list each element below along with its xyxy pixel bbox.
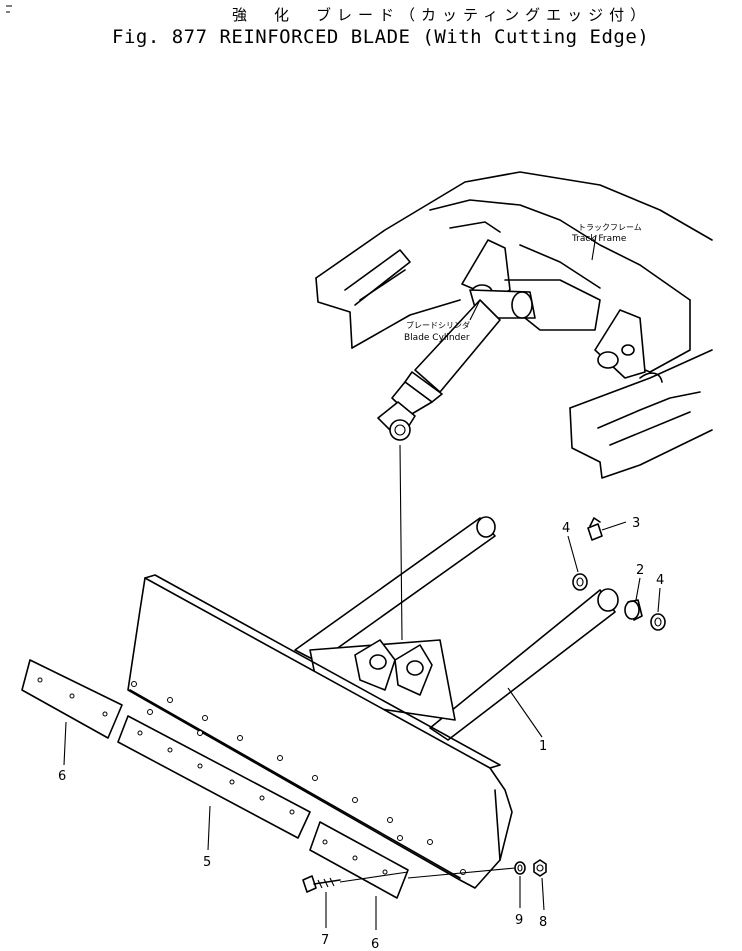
bushing-2 xyxy=(624,599,643,621)
nut-4-right xyxy=(650,613,666,631)
callout-3: 3 xyxy=(632,516,640,531)
cutting-edge-left-6 xyxy=(21,659,123,739)
blade-bolt-holes xyxy=(131,681,466,875)
figure-title-japanese: 強 化 ブレード（カッティングエッジ付） xyxy=(232,6,652,24)
bolt-7 xyxy=(302,875,341,893)
callout-7: 7 xyxy=(321,933,329,948)
track-frame-label-jp: トラックフレーム xyxy=(578,223,642,232)
track-frame-label-en: Track Frame xyxy=(571,234,627,244)
callout-4-left: 4 xyxy=(562,521,570,536)
part-callouts: 1 2 3 4 4 5 6 6 7 8 9 xyxy=(58,516,664,951)
nut-4-left xyxy=(572,573,588,591)
corner-mark xyxy=(6,5,12,13)
leader-lines xyxy=(63,234,661,930)
blade-push-arms-drawing xyxy=(294,444,619,741)
figure-title-english: Fig. 877 REINFORCED BLADE (With Cutting … xyxy=(112,26,650,48)
cutting-edge-right-6 xyxy=(309,821,409,899)
washer-9 xyxy=(514,861,526,875)
callout-5: 5 xyxy=(203,855,211,870)
blade-cylinder-label-en: Blade Cylinder xyxy=(404,333,470,343)
callout-4-right: 4 xyxy=(656,573,664,588)
blade-cylinder-label-jp: ブレードシリンダ xyxy=(406,320,470,330)
track-frame-drawing xyxy=(315,171,713,479)
callout-8: 8 xyxy=(539,915,547,930)
blade-cylinder-drawing xyxy=(377,289,536,441)
callout-6-left: 6 xyxy=(58,769,66,784)
blade-drawing xyxy=(127,574,513,889)
callout-1: 1 xyxy=(539,739,547,754)
callout-6-right: 6 xyxy=(371,937,379,951)
grease-fitting-3 xyxy=(587,517,603,541)
callout-9: 9 xyxy=(515,913,523,928)
cutting-edge-middle-5 xyxy=(117,715,311,839)
nut-8 xyxy=(533,859,547,877)
component-labels: トラックフレーム Track Frame ブレードシリンダ Blade Cyli… xyxy=(404,223,642,343)
callout-2: 2 xyxy=(636,563,644,578)
